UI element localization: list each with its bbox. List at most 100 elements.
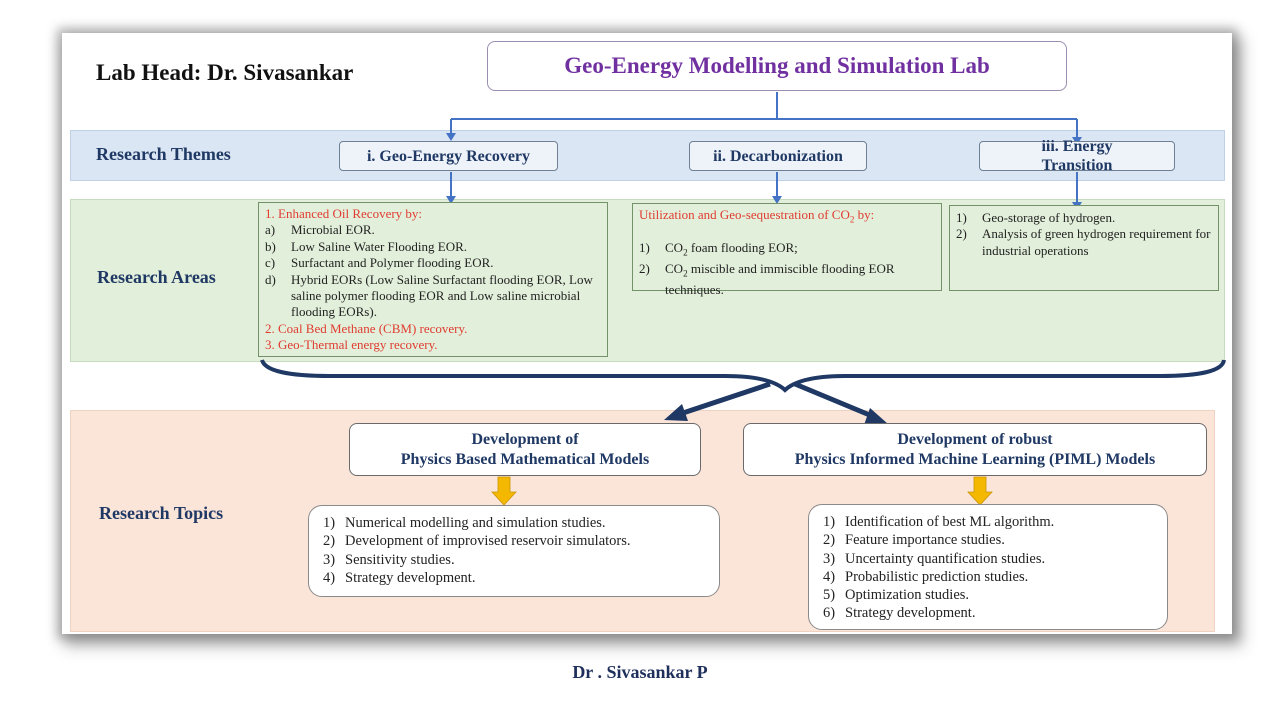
decarb-area-arrowhead	[772, 196, 782, 204]
research-themes-label: Research Themes	[96, 144, 231, 164]
footer-author: Dr . Sivasankar P	[572, 662, 708, 682]
piml-topics-list: 1) Identification of best ML algorithm. …	[808, 504, 1168, 630]
theme-energy-transition: iii. Energy Transition	[979, 138, 1175, 174]
physics-topics-list: 1) Numerical modelling and simulation st…	[308, 505, 720, 597]
theme-decarbonization-label: ii. Decarbonization	[713, 147, 843, 165]
list-text: Uncertainty quantification studies.	[845, 550, 1046, 567]
physics-models-head: Development of Physics Based Mathematica…	[349, 423, 701, 476]
area-decarbonization-box: Utilization and Geo-sequestration of CO2…	[632, 203, 942, 297]
list-item: c) Surfactant and Polymer flooding EOR.	[265, 255, 601, 271]
list-marker: c)	[265, 255, 276, 271]
theme-recovery-label: i. Geo-Energy Recovery	[366, 147, 531, 165]
list-item: 1) Geo-storage of hydrogen.	[956, 210, 1212, 226]
list-text: Optimization studies.	[845, 587, 970, 604]
list-text: Strategy development.	[845, 605, 976, 622]
list-text: Microbial EOR.	[291, 222, 375, 238]
list-item: 2) CO2 miscible and immiscible flooding …	[639, 261, 935, 298]
list-text: CO2 foam flooding EOR;	[665, 240, 935, 261]
list-marker: 1)	[639, 240, 650, 255]
recovery-arrowhead	[446, 133, 456, 141]
physics-down-arrow	[491, 476, 517, 506]
area-recovery-heading: 1. Enhanced Oil Recovery by:	[265, 206, 423, 221]
list-text: Surfactant and Polymer flooding EOR.	[291, 255, 494, 271]
list-item: 5) Optimization studies.	[823, 586, 1153, 604]
list-marker: 1)	[823, 514, 836, 530]
list-text: Development of improvised reservoir simu…	[345, 533, 631, 550]
lab-title-box: Geo-Energy Modelling and Simulation Lab	[487, 41, 1067, 91]
list-text: Hybrid EORs (Low Saline Surfactant flood…	[291, 271, 593, 320]
left-branch-arrowhead	[664, 404, 688, 421]
list-text: Feature importance studies.	[845, 532, 1005, 549]
list-marker: 3)	[323, 551, 336, 568]
research-topics-label: Research Topics	[99, 503, 224, 523]
list-item: 1) Numerical modelling and simulation st…	[323, 514, 705, 532]
list-marker: 1)	[323, 515, 336, 531]
list-text: Low Saline Water Flooding EOR.	[291, 238, 468, 254]
list-item: d) Hybrid EORs (Low Saline Surfactant fl…	[265, 272, 601, 321]
list-marker: 6)	[823, 605, 836, 622]
list-marker: 1)	[956, 210, 967, 225]
heading-text-end: by:	[854, 207, 875, 222]
heading-text: Utilization and Geo-sequestration of CO	[639, 207, 850, 222]
lab-title: Geo-Energy Modelling and Simulation Lab	[564, 53, 990, 78]
right-branch-arrowhead	[864, 408, 888, 425]
text-part: CO	[665, 240, 684, 255]
area-transition-box: 1) Geo-storage of hydrogen. 2) Analysis …	[949, 205, 1219, 291]
list-text: Geo-storage of hydrogen.	[982, 210, 1116, 225]
area-geothermal-item: 3. Geo-Thermal energy recovery.	[265, 337, 438, 353]
theme-geo-energy-recovery: i. Geo-Energy Recovery	[339, 141, 558, 171]
area-cbm-item: 2. Coal Bed Methane (CBM) recovery.	[265, 320, 468, 336]
list-item: 4) Probabilistic prediction studies.	[823, 568, 1153, 586]
text-part: CO	[665, 261, 684, 276]
heading-subscript: 2	[849, 214, 855, 225]
physics-head-line1: Development of	[471, 430, 579, 448]
list-marker: 2)	[323, 533, 336, 550]
list-text: Sensitivity studies.	[345, 551, 455, 568]
list-item: 3) Sensitivity studies.	[323, 551, 705, 569]
theme-transition-label: iii. Energy Transition	[1041, 138, 1113, 174]
theme-decarbonization: ii. Decarbonization	[689, 141, 867, 171]
list-text: Analysis of green hydrogen requirement f…	[982, 226, 1211, 258]
text-part-end: miscible and immiscible flooding EOR tec…	[665, 261, 895, 297]
lab-head: Lab Head: Dr. Sivasankar	[96, 60, 354, 85]
list-marker: 4)	[823, 568, 836, 585]
list-item: 1) CO2 foam flooding EOR;	[639, 240, 935, 261]
list-marker: 3)	[823, 550, 836, 567]
left-branch-arrow	[679, 381, 771, 417]
list-item: 6) Strategy development.	[823, 604, 1153, 622]
list-marker: 2)	[823, 532, 836, 549]
list-item: 2) Development of improvised reservoir s…	[323, 532, 705, 550]
list-item: 1) Identification of best ML algorithm.	[823, 513, 1153, 531]
area-recovery-box: 1. Enhanced Oil Recovery by: a) Microbia…	[258, 202, 608, 357]
list-marker: 2)	[639, 261, 650, 276]
right-branch-arrow	[794, 381, 873, 419]
list-text: Probabilistic prediction studies.	[845, 568, 1029, 585]
physics-head-line2: Physics Based Mathematical Models	[400, 450, 650, 468]
list-marker: 4)	[323, 569, 336, 586]
list-item: 4) Strategy development.	[323, 569, 705, 587]
text-subscript: 2	[683, 268, 688, 279]
text-subscript: 2	[683, 247, 688, 258]
list-item: 2) Feature importance studies.	[823, 531, 1153, 549]
list-marker: b)	[265, 238, 276, 254]
recovery-area-arrowhead	[446, 196, 456, 204]
list-marker: d)	[265, 271, 276, 287]
list-item: a) Microbial EOR.	[265, 222, 601, 238]
piml-head-line1: Development of robust	[897, 430, 1053, 448]
list-text: Numerical modelling and simulation studi…	[345, 515, 606, 531]
list-item: b) Low Saline Water Flooding EOR.	[265, 239, 601, 255]
list-item: 3) Uncertainty quantification studies.	[823, 550, 1153, 568]
list-marker: 2)	[956, 226, 967, 242]
area-decarb-heading: Utilization and Geo-sequestration of CO2…	[639, 207, 935, 228]
list-marker: a)	[265, 222, 276, 238]
list-text: Strategy development.	[345, 569, 476, 586]
curly-brace	[260, 359, 1226, 393]
piml-models-head: Development of robust Physics Informed M…	[743, 423, 1207, 476]
research-areas-label: Research Areas	[97, 267, 216, 287]
list-item: 2) Analysis of green hydrogen requiremen…	[956, 226, 1212, 259]
list-marker: 5)	[823, 587, 836, 604]
piml-head-line2: Physics Informed Machine Learning (PIML)…	[794, 450, 1156, 468]
text-part-end: foam flooding EOR;	[687, 240, 798, 255]
piml-down-arrow	[967, 476, 993, 506]
list-text: Identification of best ML algorithm.	[845, 514, 1055, 530]
